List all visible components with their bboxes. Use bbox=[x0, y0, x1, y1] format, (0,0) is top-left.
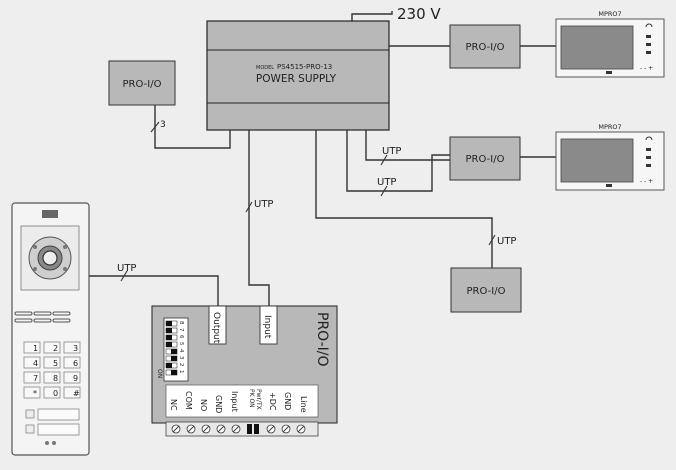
key-0: 0 bbox=[53, 389, 58, 398]
cable-label-mon1: UTP bbox=[382, 146, 401, 157]
pro-io-top-right-label: PRO-I/O bbox=[466, 42, 505, 53]
psu-to-module3-wire bbox=[315, 130, 493, 268]
key-5: 5 bbox=[53, 359, 58, 368]
psu-to-module2-wire-b bbox=[346, 130, 450, 192]
terminal-line: Line bbox=[299, 396, 308, 413]
key-1: 1 bbox=[33, 344, 38, 353]
pro-io-top-right: PRO-I/O bbox=[449, 24, 521, 69]
dip-num-8: 8 bbox=[178, 321, 184, 325]
terminal-gnd-2: GND bbox=[283, 392, 292, 410]
input-label: Input bbox=[262, 315, 272, 339]
door-panel: 1 2 3 4 5 6 7 8 9 * 0 # bbox=[11, 202, 90, 456]
cable-label-mon2: UTP bbox=[377, 177, 396, 188]
key-star: * bbox=[33, 389, 37, 398]
cable-label-pro-main: UTP bbox=[254, 199, 273, 210]
pro-io-left-label: PRO-I/O bbox=[123, 79, 162, 90]
monitor-top-label: MPRO7 bbox=[598, 10, 621, 18]
left-cable-count: 3 bbox=[160, 120, 166, 130]
board-title: PRO-I/O bbox=[314, 312, 330, 367]
pro-io-bottom-right-label: PRO-I/O bbox=[467, 286, 506, 297]
psu-model-prefix: MODEL bbox=[256, 65, 274, 71]
dip-num-4: 4 bbox=[178, 349, 184, 353]
name-tags bbox=[25, 408, 80, 445]
dip-num-1: 1 bbox=[178, 370, 184, 374]
terminal-com: COM bbox=[184, 391, 193, 410]
monitor-top: MPRO7 - - + bbox=[555, 10, 665, 78]
key-2: 2 bbox=[53, 344, 58, 353]
key-hash: # bbox=[73, 389, 80, 398]
dip-num-2: 2 bbox=[178, 363, 184, 367]
pro-io-bottom-right: PRO-I/O bbox=[450, 267, 522, 313]
power-supply: MODEL PS4515-PRO-13 POWER SUPPLY bbox=[206, 20, 390, 131]
panel-to-board-output-wire bbox=[89, 275, 219, 306]
tick-panel bbox=[120, 270, 128, 282]
cable-label-panel: UTP bbox=[117, 263, 136, 274]
dip-on-label: ON bbox=[156, 369, 163, 378]
tick-mon2 bbox=[380, 185, 388, 197]
terminal-gnd-1: GND bbox=[214, 395, 223, 413]
pk-on-jumper bbox=[247, 424, 252, 434]
dip-num-3: 3 bbox=[178, 356, 184, 360]
terminal-input: Input bbox=[230, 391, 239, 412]
dip-num-6: 6 bbox=[178, 335, 184, 339]
output-connector bbox=[208, 305, 227, 345]
mains-label: 230 V bbox=[397, 5, 441, 23]
tick-pro-main bbox=[245, 201, 253, 213]
psu-name: POWER SUPPLY bbox=[256, 73, 337, 85]
key-7: 7 bbox=[33, 374, 38, 383]
tick-mon1 bbox=[380, 154, 388, 166]
terminal-no: NO bbox=[199, 399, 208, 411]
tick-left bbox=[150, 121, 160, 133]
terminal-dc: +DC bbox=[268, 392, 277, 411]
psu-to-module2-wire-a bbox=[365, 130, 450, 161]
pro-io-board: PRO-I/O Output Input 8 7 6 bbox=[151, 305, 338, 437]
speaker-grille bbox=[14, 311, 71, 323]
monitor-bottom: MPRO7 - - + bbox=[555, 123, 665, 191]
terminal-label-strip bbox=[165, 384, 319, 418]
psu-model: PS4515-PRO-13 bbox=[277, 63, 332, 71]
cable-label-pro-bottom: UTP bbox=[497, 236, 516, 247]
terminal-block bbox=[165, 421, 319, 437]
terminal-nc: NC bbox=[169, 399, 178, 411]
key-3: 3 bbox=[73, 344, 78, 353]
key-4: 4 bbox=[33, 359, 38, 368]
key-9: 9 bbox=[73, 374, 78, 383]
key-6: 6 bbox=[73, 359, 78, 368]
psu-to-board-input-wire bbox=[248, 130, 270, 306]
pk-on-label: PK ON bbox=[248, 389, 255, 408]
cable-ticks bbox=[120, 121, 496, 282]
mains-wire bbox=[351, 11, 393, 21]
keypad: 1 2 3 4 5 6 7 8 9 * 0 # bbox=[23, 341, 81, 399]
dip-num-7: 7 bbox=[178, 328, 184, 332]
pro-io-mid-right: PRO-I/O bbox=[449, 136, 521, 181]
pro-io-mid-right-label: PRO-I/O bbox=[466, 154, 505, 165]
dip-switch: 8 7 6 5 4 3 2 1 ON bbox=[156, 317, 189, 382]
output-label: Output bbox=[211, 312, 221, 344]
tick-pro-bottom bbox=[488, 234, 496, 246]
dip-num-5: 5 bbox=[178, 342, 184, 346]
svg-text:- - +: - - + bbox=[640, 178, 653, 185]
pro-io-left: PRO-I/O bbox=[108, 60, 176, 106]
monitor-bottom-label: MPRO7 bbox=[598, 123, 621, 131]
key-8: 8 bbox=[53, 374, 58, 383]
terminal-pwr-tx: Pwr/TX bbox=[255, 389, 262, 410]
input-connector bbox=[259, 305, 278, 345]
svg-text:- - +: - - + bbox=[640, 65, 653, 72]
